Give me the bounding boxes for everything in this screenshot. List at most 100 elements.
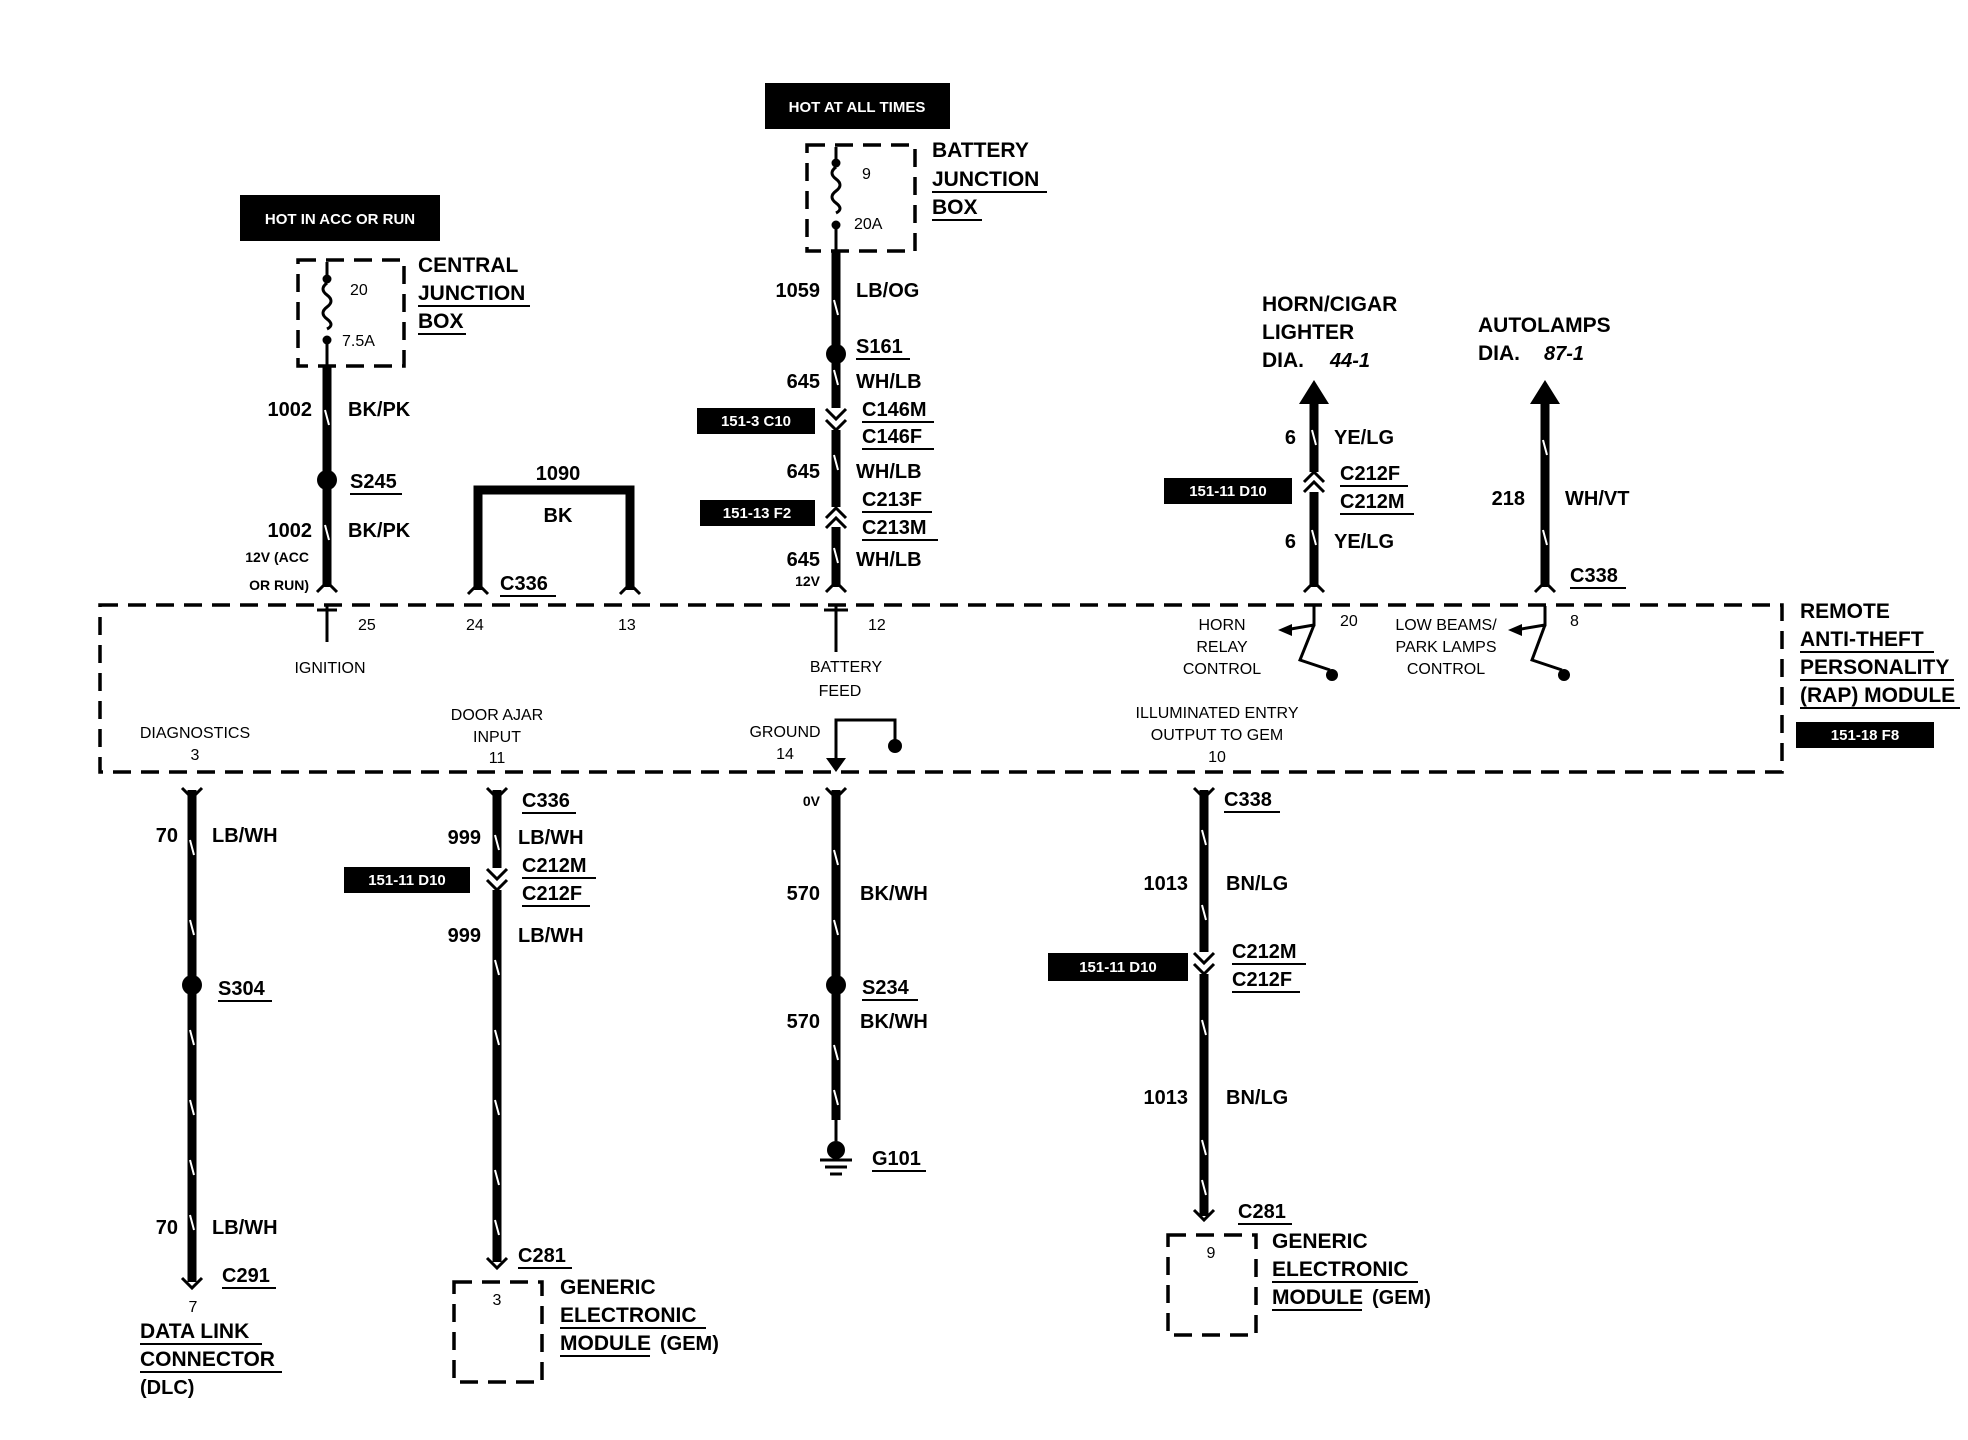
wire-645-num-a: 645 bbox=[787, 371, 820, 393]
central-junction-box bbox=[296, 258, 406, 368]
wire-1002-num-a: 1002 bbox=[268, 399, 313, 421]
connector-c212f-top: C212F bbox=[1340, 463, 1400, 485]
wire-70-num-b: 70 bbox=[156, 1217, 178, 1239]
label-lowbeam-1: LOW BEAMS/ bbox=[1395, 617, 1497, 634]
ground-icon bbox=[820, 1120, 852, 1176]
wire-1013-num-b: 1013 bbox=[1144, 1087, 1189, 1109]
switch-icon-horn bbox=[1284, 606, 1331, 672]
bjb-label-2: JUNCTION bbox=[932, 168, 1039, 191]
connector-c212f-right: C212F bbox=[1232, 969, 1292, 991]
pin-14: 14 bbox=[776, 746, 794, 763]
ref-tag-151-13-f2 bbox=[700, 500, 815, 526]
wire-1090-loop bbox=[473, 485, 635, 590]
wire-999-color-b: LB/WH bbox=[518, 925, 584, 947]
wire-70-color-b: LB/WH bbox=[212, 1217, 278, 1239]
connector-c212m-right: C212M bbox=[1232, 941, 1296, 963]
connector-c338-top: C338 bbox=[1570, 565, 1618, 587]
ground-g101: G101 bbox=[872, 1148, 921, 1170]
svg-text:151-18 F8: 151-18 F8 bbox=[1831, 727, 1899, 744]
arrow-up-icon-horn bbox=[1299, 380, 1329, 404]
wire-6-color-a: YE/LG bbox=[1334, 427, 1394, 449]
horn-ref-num: 44-1 bbox=[1329, 350, 1370, 372]
connector-c338-bot: C338 bbox=[1224, 789, 1272, 811]
connector-c213m: C213M bbox=[862, 517, 926, 539]
dlc-label-2: CONNECTOR bbox=[140, 1348, 275, 1371]
voltage-12v: 12V bbox=[795, 573, 821, 589]
wire-1013-color-b: BN/LG bbox=[1226, 1087, 1288, 1109]
cjb-label-2: JUNCTION bbox=[418, 282, 525, 305]
gem-right-label-3: MODULE bbox=[1272, 1286, 1363, 1309]
horn-ref-dia: DIA. bbox=[1262, 349, 1304, 372]
connector-c336-bot: C336 bbox=[522, 790, 570, 812]
wire-1090-color: BK bbox=[544, 505, 573, 527]
pin-25: 25 bbox=[358, 617, 376, 634]
gem-left-label-3: MODULE bbox=[560, 1332, 651, 1355]
wire-70-color-a: LB/WH bbox=[212, 825, 278, 847]
label-battery-feed-1: BATTERY bbox=[810, 659, 883, 676]
bjb-fuse-num: 9 bbox=[862, 166, 871, 183]
connector-c212m-top: C212M bbox=[1340, 491, 1404, 513]
ref-tag-151-11-d10-top bbox=[1164, 478, 1292, 504]
connector-c281-left: C281 bbox=[518, 1245, 566, 1267]
label-ignition: IGNITION bbox=[294, 660, 365, 677]
splice-s234: S234 bbox=[862, 977, 910, 999]
dlc-pin: 7 bbox=[189, 1299, 198, 1316]
label-lowbeam-3: CONTROL bbox=[1407, 661, 1485, 678]
gem-right-label-2: ELECTRONIC bbox=[1272, 1258, 1409, 1281]
splice-s245: S245 bbox=[350, 471, 397, 493]
splice-s304: S304 bbox=[218, 978, 266, 1000]
wire-645-color-a: WH/LB bbox=[856, 371, 922, 393]
cjb-fuse-rating: 7.5A bbox=[342, 333, 375, 350]
connector-c146f: C146F bbox=[862, 426, 922, 448]
pin-20: 20 bbox=[1340, 613, 1358, 630]
wire-645-num-b: 645 bbox=[787, 461, 820, 483]
battery-junction-box bbox=[805, 143, 917, 253]
svg-text:151-11 D10: 151-11 D10 bbox=[1189, 483, 1267, 500]
rap-name-2: ANTI-THEFT bbox=[1800, 628, 1924, 651]
wire-999-num-a: 999 bbox=[448, 827, 481, 849]
pin-10: 10 bbox=[1208, 749, 1226, 766]
cjb-fuse-num: 20 bbox=[350, 282, 368, 299]
label-battery-feed-2: FEED bbox=[819, 683, 862, 700]
wire-999-color-a: LB/WH bbox=[518, 827, 584, 849]
gem-left-pin: 3 bbox=[493, 1292, 502, 1309]
connector-c212f-left: C212F bbox=[522, 883, 582, 905]
pin-24: 24 bbox=[466, 617, 484, 634]
wire-1013-color-a: BN/LG bbox=[1226, 873, 1288, 895]
svg-text:151-3 C10: 151-3 C10 bbox=[721, 413, 791, 430]
connector-c213f: C213F bbox=[862, 489, 922, 511]
rap-module-box bbox=[98, 603, 1784, 774]
rap-name-1: REMOTE bbox=[1800, 600, 1890, 623]
gem-left-label-3b: (GEM) bbox=[660, 1333, 719, 1355]
voltage-12v-acc-1: 12V (ACC bbox=[245, 549, 309, 565]
fuse-icon-cjb bbox=[321, 281, 333, 331]
splice-s234-dot bbox=[826, 975, 846, 995]
wire-570-num-b: 570 bbox=[787, 1011, 820, 1033]
label-lowbeam-2: PARK LAMPS bbox=[1395, 639, 1496, 656]
dlc-label-1: DATA LINK bbox=[140, 1320, 249, 1343]
pin-12: 12 bbox=[868, 617, 886, 634]
wire-645-color-b: WH/LB bbox=[856, 461, 922, 483]
horn-ref-1: HORN/CIGAR bbox=[1262, 293, 1397, 316]
wire-645-num-c: 645 bbox=[787, 549, 820, 571]
wire-999-num-b: 999 bbox=[448, 925, 481, 947]
ref-tag-151-3-c10 bbox=[697, 408, 815, 434]
splice-s245-dot bbox=[317, 470, 337, 490]
connector-c291: C291 bbox=[222, 1265, 270, 1287]
hot-all-times-header bbox=[765, 83, 950, 129]
label-door-ajar-2: INPUT bbox=[473, 729, 521, 746]
wire-645-color-c: WH/LB bbox=[856, 549, 922, 571]
label-illum-1: ILLUMINATED ENTRY bbox=[1136, 705, 1299, 722]
fuse-icon-bjb bbox=[830, 165, 842, 215]
wire-1002-color-b: BK/PK bbox=[348, 520, 411, 542]
pin-13: 13 bbox=[618, 617, 636, 634]
ref-tag-151-18-f8 bbox=[1796, 722, 1934, 748]
wire-6-color-b: YE/LG bbox=[1334, 531, 1394, 553]
gem-right-box bbox=[1166, 1233, 1258, 1337]
bjb-label-3: BOX bbox=[932, 196, 978, 219]
gem-left-label-2: ELECTRONIC bbox=[560, 1304, 697, 1327]
connector-c212m-left: C212M bbox=[522, 855, 586, 877]
pin-3: 3 bbox=[191, 747, 200, 764]
auto-ref-num: 87-1 bbox=[1544, 343, 1584, 365]
